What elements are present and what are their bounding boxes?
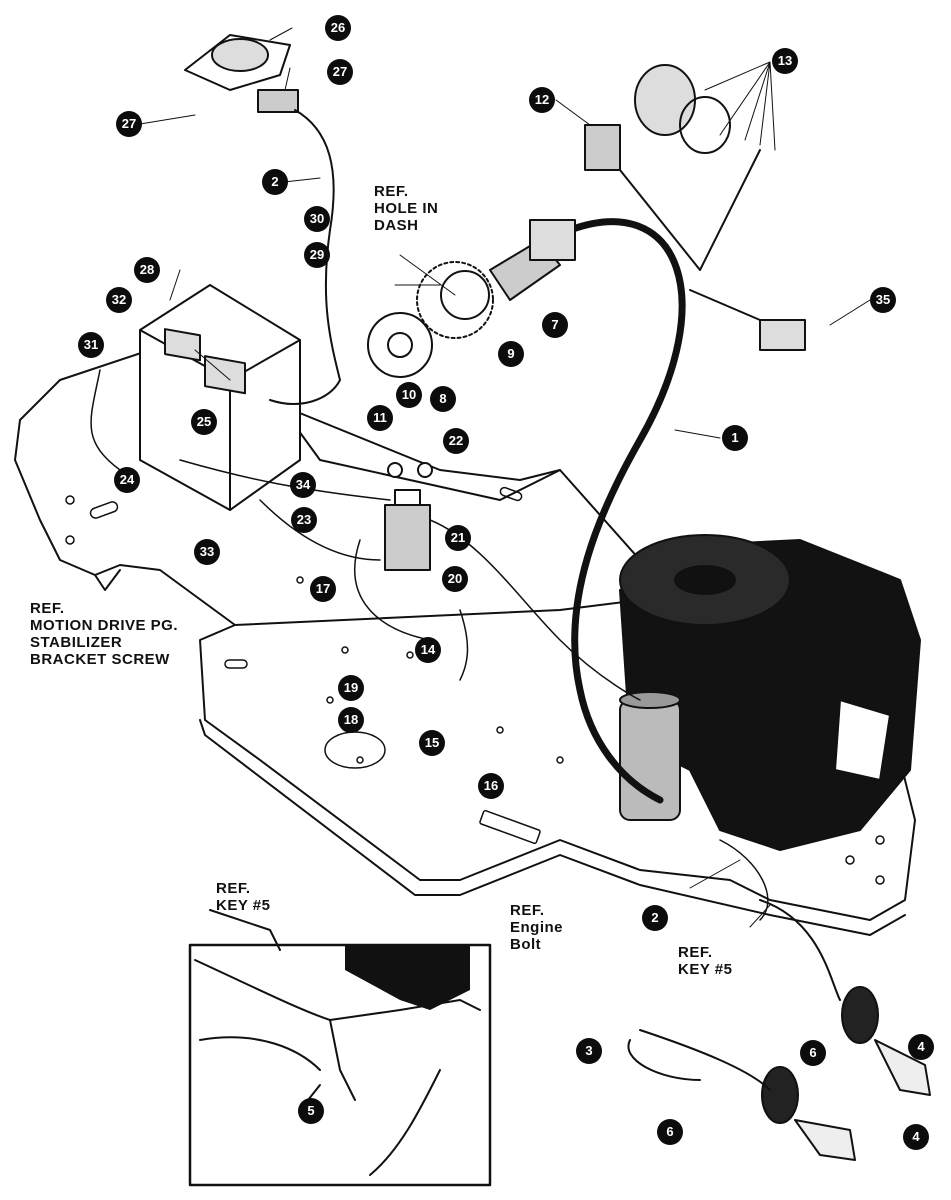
callout-27: 27 (327, 59, 353, 85)
callout-23: 23 (291, 507, 317, 533)
leader-lines (139, 27, 871, 928)
callout-19: 19 (338, 675, 364, 701)
callout-12: 12 (529, 87, 555, 113)
callout-22: 22 (443, 428, 469, 454)
callout-14: 14 (415, 637, 441, 663)
callout-30: 30 (304, 206, 330, 232)
ref-hole-in-dash: REF. HOLE IN DASH (374, 183, 439, 234)
engine (619, 534, 921, 851)
wiring-paths (90, 369, 769, 921)
ref-engine-bolt: REF. Engine Bolt (510, 902, 564, 953)
callout-27: 27 (116, 111, 142, 137)
callout-34: 34 (290, 472, 316, 498)
callout-21: 21 (445, 525, 471, 551)
callout-6: 6 (657, 1119, 683, 1145)
callout-4: 4 (903, 1124, 929, 1150)
inset-detail-box (188, 909, 492, 1187)
ref-key5-top: REF. KEY #5 (216, 880, 271, 914)
callout-35: 35 (870, 287, 896, 313)
chassis-holes (65, 486, 885, 885)
light-sockets (627, 899, 931, 1161)
chassis-front-edge (94, 569, 121, 591)
callout-3: 3 (576, 1038, 602, 1064)
callout-17: 17 (310, 576, 336, 602)
callout-26: 26 (325, 15, 351, 41)
callout-28: 28 (134, 257, 160, 283)
callout-4: 4 (908, 1034, 934, 1060)
callout-8: 8 (430, 386, 456, 412)
top-connectors (184, 34, 806, 405)
callout-2: 2 (262, 169, 288, 195)
callout-15: 15 (419, 730, 445, 756)
callout-32: 32 (106, 287, 132, 313)
callout-2: 2 (642, 905, 668, 931)
ignition-switch-parts (367, 219, 576, 378)
callout-18: 18 (338, 707, 364, 733)
callout-33: 33 (194, 539, 220, 565)
callout-24: 24 (114, 467, 140, 493)
callout-16: 16 (478, 773, 504, 799)
chassis-side (199, 719, 906, 936)
callout-9: 9 (498, 341, 524, 367)
callout-13: 13 (772, 48, 798, 74)
battery (139, 284, 301, 511)
solenoid-assembly (384, 462, 433, 571)
callout-25: 25 (191, 409, 217, 435)
callout-20: 20 (442, 566, 468, 592)
callout-11: 11 (367, 405, 393, 431)
chassis-rail (234, 599, 641, 626)
callout-6: 6 (800, 1040, 826, 1066)
ref-key5-right: REF. KEY #5 (678, 944, 733, 978)
callout-5: 5 (298, 1098, 324, 1124)
callout-31: 31 (78, 332, 104, 358)
callout-29: 29 (304, 242, 330, 268)
harness-cable (566, 218, 686, 804)
callout-1: 1 (722, 425, 748, 451)
callout-7: 7 (542, 312, 568, 338)
ref-motion-drive: REF. MOTION DRIVE PG. STABILIZER BRACKET… (30, 600, 179, 668)
callout-10: 10 (396, 382, 422, 408)
